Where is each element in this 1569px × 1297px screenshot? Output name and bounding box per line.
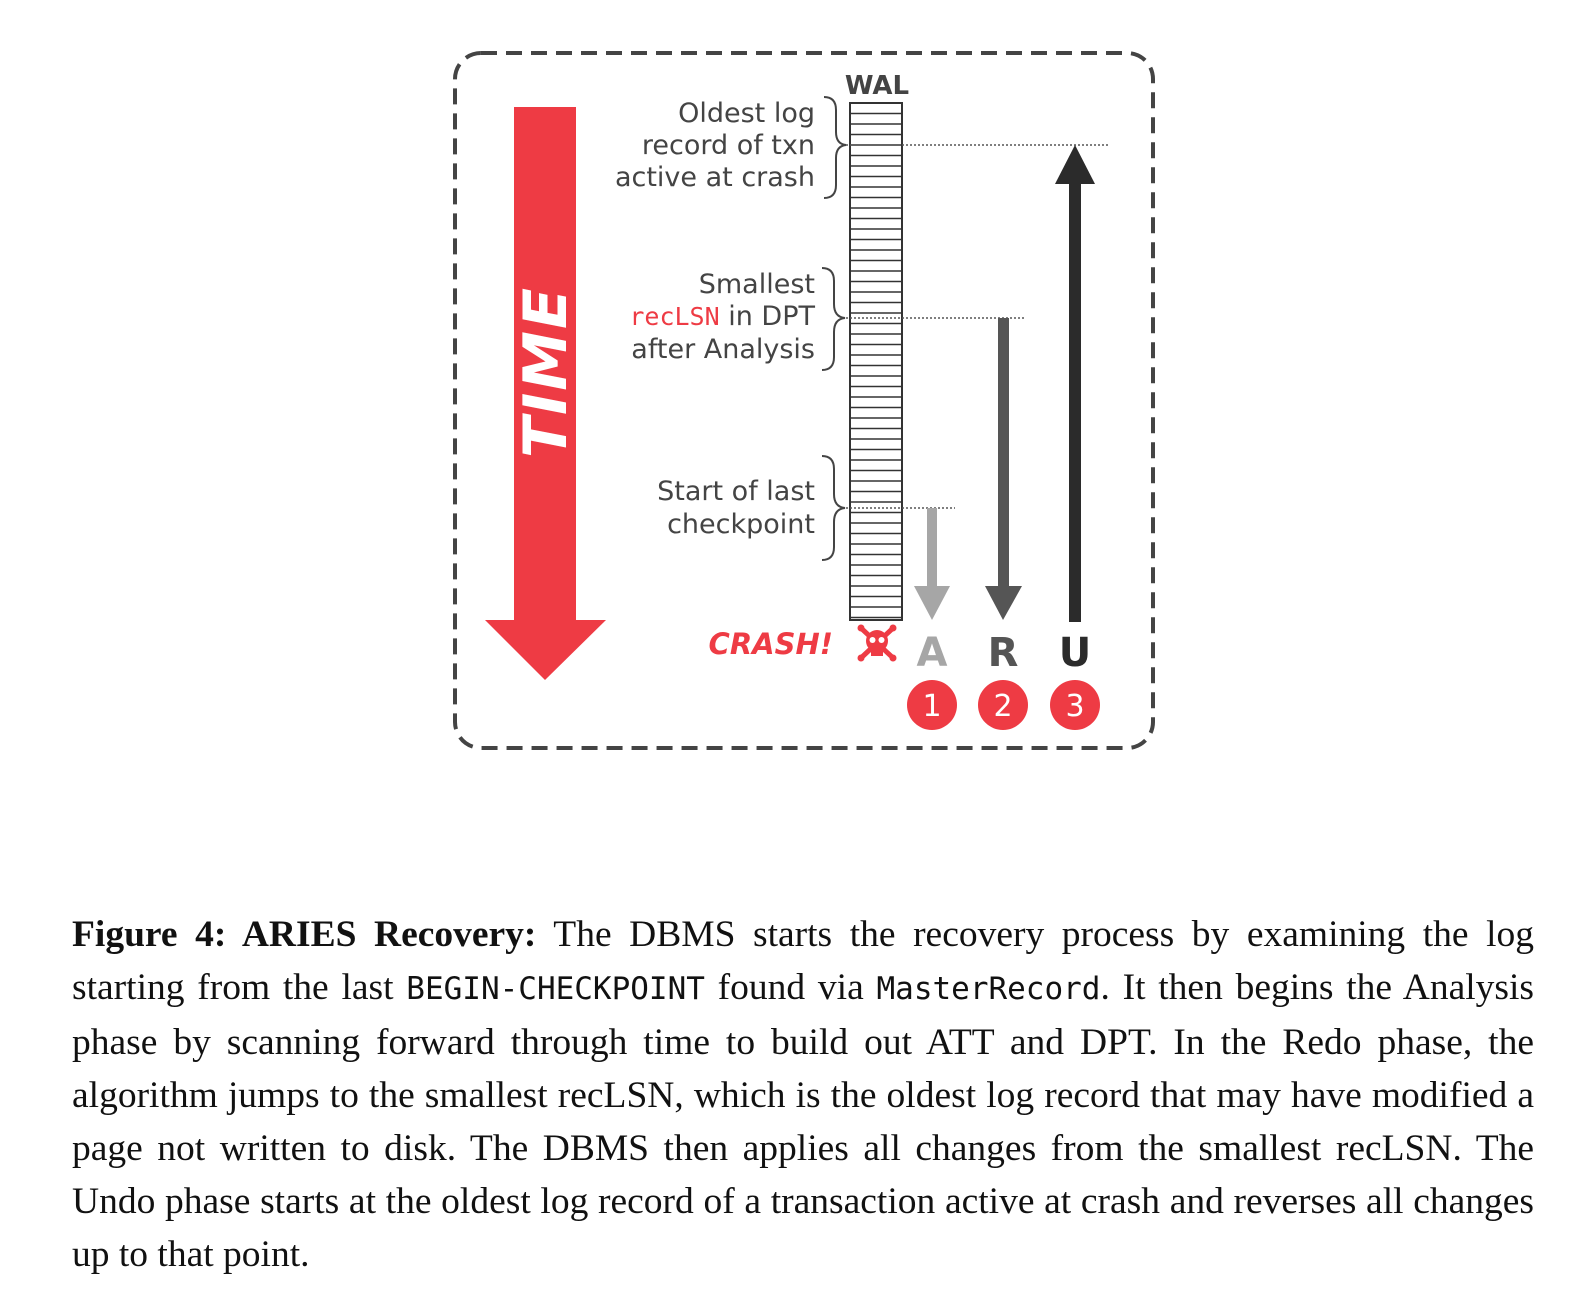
phase-letter-analysis: A: [917, 630, 948, 676]
phase-number-1: 1: [922, 689, 941, 724]
caption-code-begin-checkpoint: BEGIN-CHECKPOINT: [406, 971, 705, 1007]
caption-code-masterrecord: MasterRecord: [876, 971, 1101, 1007]
caption-figure-label: Figure 4: ARIES Recovery:: [72, 914, 537, 955]
redo-arrow: [985, 318, 1022, 620]
smallest-line-1: Smallest: [699, 269, 815, 300]
caption-part-3: . It then begins the Analysis phase by s…: [72, 967, 1534, 1275]
phase-number-2-badge: 2: [978, 680, 1028, 730]
phase-letter-undo: U: [1059, 630, 1091, 676]
smallest-reclsn-label: Smallest recLSN in DPT after Analysis: [629, 267, 846, 371]
wal-log-column: [849, 102, 903, 621]
undo-arrow: [1055, 145, 1095, 622]
oldest-brace: [823, 96, 847, 199]
phase-number-1-badge: 1: [907, 680, 957, 730]
caption-part-2: found via: [704, 967, 877, 1008]
reclsn-highlight: recLSN: [629, 302, 719, 331]
caption-part-1: The DBMS starts the recovery process by …: [72, 914, 1534, 1008]
time-label: TIME: [511, 286, 581, 458]
crash-label: CRASH!: [709, 627, 833, 661]
skull-crossbones-icon: [857, 624, 897, 662]
smallest-line-2-rest: in DPT: [720, 301, 816, 332]
analysis-arrow: [914, 508, 950, 620]
oldest-line-3: active at crash: [615, 162, 815, 193]
checkpoint-line-1: Start of last: [657, 476, 815, 507]
smallest-brace: [821, 267, 846, 371]
checkpoint-brace: [821, 455, 846, 561]
oldest-line-2: record of txn: [642, 130, 815, 161]
wal-title: WAL: [845, 71, 909, 101]
oldest-log-record-label: Oldest log record of txn active at crash: [615, 96, 847, 199]
smallest-line-3: after Analysis: [631, 334, 815, 365]
phase-letter-redo: R: [988, 630, 1019, 676]
time-arrow: TIME: [485, 107, 606, 680]
phase-number-2: 2: [993, 689, 1012, 724]
checkpoint-label: Start of last checkpoint: [657, 455, 846, 561]
figure-caption: Figure 4: ARIES Recovery: The DBMS start…: [72, 908, 1534, 1281]
phase-number-3: 3: [1065, 689, 1084, 724]
aries-recovery-diagram: TIME WAL Oldest log record of txn active…: [453, 51, 1155, 750]
diagram-frame: [453, 51, 1155, 750]
smallest-line-2: recLSN in DPT: [629, 301, 815, 332]
checkpoint-line-2: checkpoint: [667, 509, 815, 540]
oldest-line-1: Oldest log: [678, 98, 815, 129]
phase-number-3-badge: 3: [1050, 680, 1100, 730]
